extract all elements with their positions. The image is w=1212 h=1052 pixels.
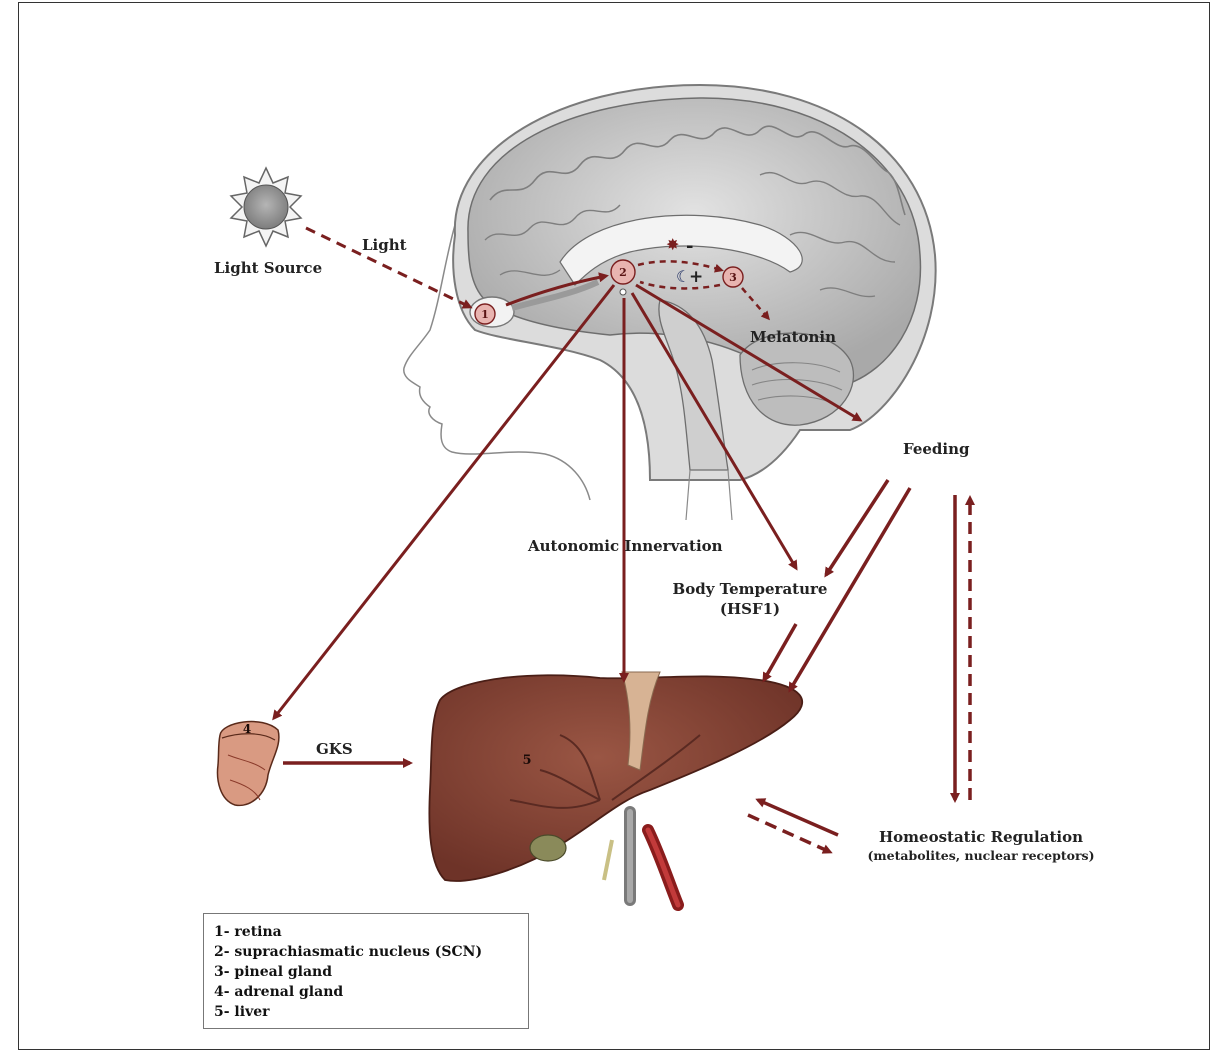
activate-symbol: + xyxy=(689,267,703,287)
legend-item-scn: 2- suprachiasmatic nucleus (SCN) xyxy=(214,942,518,962)
star-icon: ✸ xyxy=(666,235,679,254)
hsf1-label: (HSF1) xyxy=(664,600,836,618)
legend-item-retina: 1- retina xyxy=(214,922,518,942)
melatonin-label: Melatonin xyxy=(750,328,836,346)
svg-text:3: 3 xyxy=(729,271,737,284)
svg-text:2: 2 xyxy=(619,266,627,279)
adrenal-gland-illustration: 4 xyxy=(218,722,279,806)
svg-text:1: 1 xyxy=(481,308,489,321)
liver-to-homeostatic-arrow xyxy=(748,815,830,852)
legend-box: 1- retina 2- suprachiasmatic nucleus (SC… xyxy=(203,913,529,1029)
svg-text:5: 5 xyxy=(522,753,531,768)
head-illustration xyxy=(404,85,936,520)
legend-item-pineal: 3- pineal gland xyxy=(214,962,518,982)
legend-item-liver: 5- liver xyxy=(214,1002,518,1022)
homeostatic-to-liver-arrow xyxy=(758,800,838,835)
legend-item-adrenal: 4- adrenal gland xyxy=(214,982,518,1002)
body-temperature-to-liver-arrow xyxy=(764,624,796,680)
liver-illustration: 5 xyxy=(429,672,802,905)
autonomic-innervation-label: Autonomic Innervation xyxy=(528,537,723,555)
homeostatic-regulation-subtitle: (metabolites, nuclear receptors) xyxy=(846,848,1116,863)
scn-to-adrenal-arrow xyxy=(274,285,614,718)
feeding-to-body-temperature-arrow xyxy=(826,480,888,575)
pineal-marker: 3 xyxy=(723,267,743,287)
gks-label: GKS xyxy=(316,740,353,758)
light-source-label: Light Source xyxy=(214,259,322,277)
retina-marker: 1 xyxy=(475,304,495,324)
body-temperature-label: Body Temperature xyxy=(664,580,836,598)
svg-text:4: 4 xyxy=(243,722,251,736)
sun-icon xyxy=(231,168,301,246)
light-label: Light xyxy=(362,236,407,254)
inhibit-symbol: - xyxy=(686,236,693,257)
homeostatic-regulation-label: Homeostatic Regulation xyxy=(846,828,1116,846)
feeding-label: Feeding xyxy=(903,440,970,458)
